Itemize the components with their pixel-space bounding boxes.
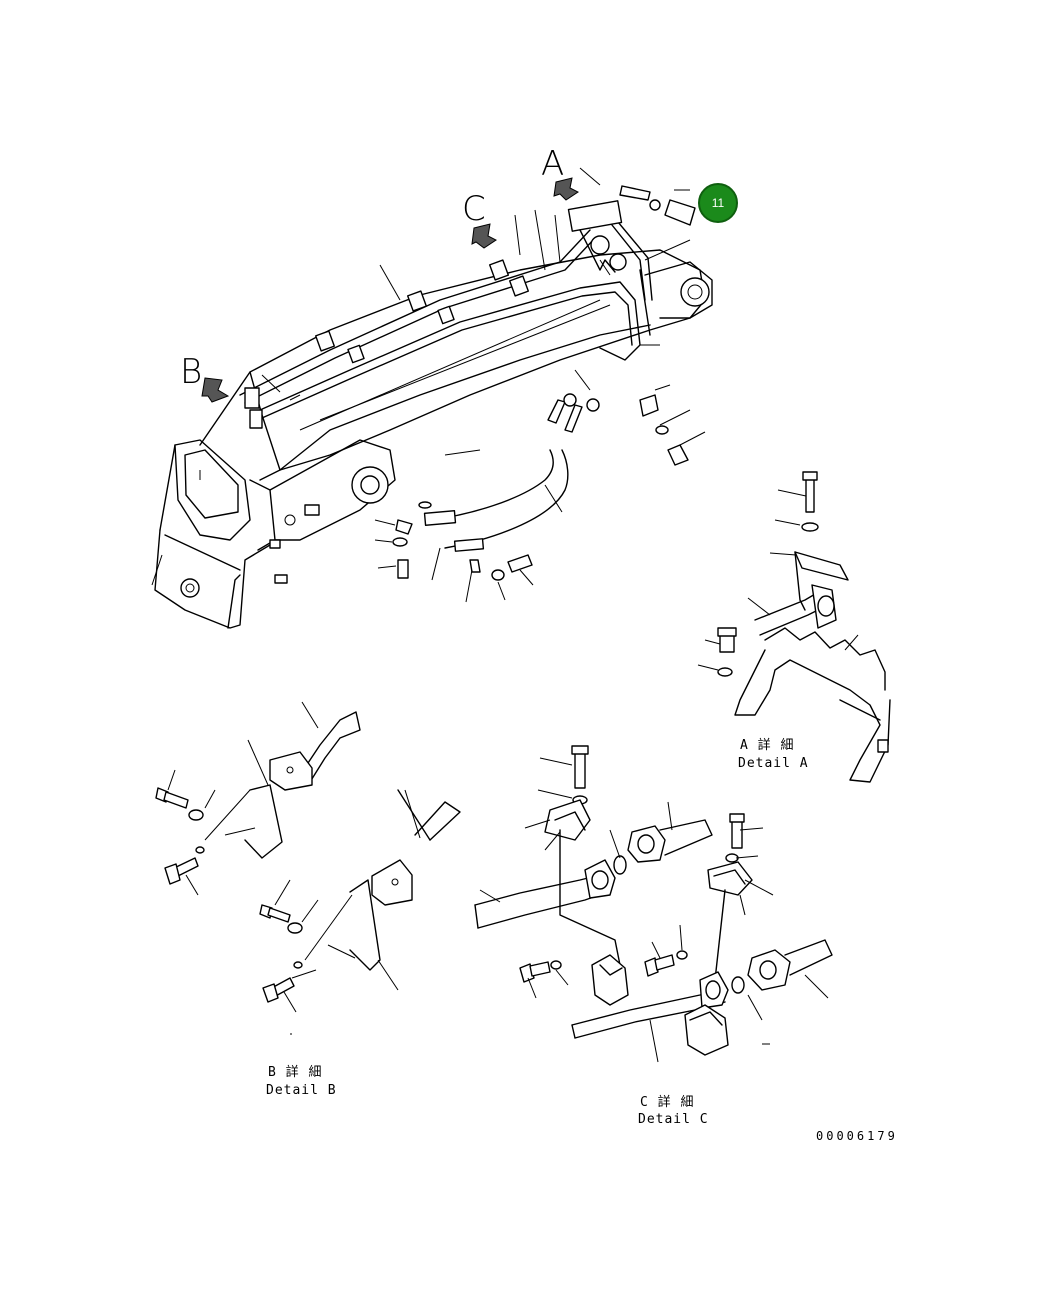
view-letter-a: A [541, 144, 565, 184]
detail-a-drawing [697, 471, 891, 783]
view-letter-b: B [180, 352, 203, 392]
part-number-badge[interactable]: 11 [698, 183, 738, 223]
view-letter-c: C [462, 189, 486, 229]
detail-b-drawing [155, 701, 461, 1035]
boom-assembly [154, 177, 713, 629]
detail-c-drawing [474, 745, 833, 1063]
detail-b-caption-jp: B 詳 細 [268, 1065, 323, 1080]
detail-c-caption-jp: C 詳 細 [640, 1095, 695, 1110]
detail-a-caption-jp: A 詳 細 [740, 738, 795, 753]
detail-a-caption-en: Detail A [738, 756, 809, 771]
detail-b-caption-en: Detail B [266, 1083, 337, 1098]
leader-lines-main [151, 167, 706, 603]
document-number: 00006179 [816, 1129, 898, 1143]
detail-c-caption-en: Detail C [638, 1112, 709, 1127]
